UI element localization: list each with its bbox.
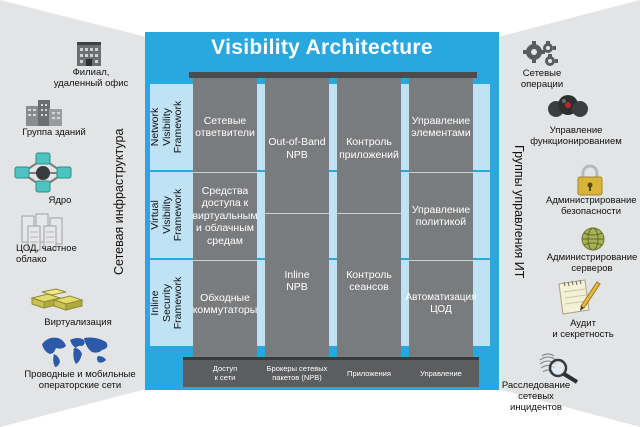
divider (409, 260, 473, 261)
right-item-label: Аудит и секретность (552, 318, 614, 340)
divider (409, 172, 473, 173)
right-item-label: Расследование сетевых инцидентов (501, 380, 571, 413)
column-mgmt (409, 78, 473, 357)
framework-network-label: Network Visibility Framework (149, 100, 184, 154)
notepad-pencil-icon (558, 279, 601, 315)
left-item-label: Проводные и мобильные операторские сети (24, 369, 136, 391)
cell-virtual-access: Средства доступа к виртуальным и облачны… (192, 184, 258, 247)
datacenter-servers-icon (21, 213, 63, 251)
cell-bypass-switches: Обходные коммутаторы (192, 291, 258, 317)
framework-virtual-label: Virtual Visibility Framework (149, 188, 184, 242)
foundation (183, 360, 479, 387)
diagram-title: Visibility Architecture (211, 36, 433, 59)
column-npb (265, 78, 329, 357)
left-vertical-caption: Сетевая инфраструктура (112, 128, 126, 275)
buildings-group-icon (26, 100, 62, 126)
gears-icon (523, 41, 558, 66)
base-label-mgmt: Управление (420, 369, 462, 378)
cell-session-control: Контроль сеансов (346, 268, 392, 294)
base-label-npb: Брокеры сетевых пакетов (NPB) (266, 364, 328, 382)
column-access (193, 78, 257, 357)
office-building-icon (77, 42, 101, 66)
column-npb-capital (261, 72, 333, 78)
right-item-label: Администрирование серверов (546, 252, 638, 274)
left-item-label: Ядро (48, 195, 72, 206)
framework-inline-label: Inline Security Framework (149, 276, 184, 330)
column-mgmt-capital (405, 72, 477, 78)
padlock-icon (577, 164, 603, 196)
left-item-label: Филиал, удаленный офис (53, 67, 129, 89)
column-apps-capital (333, 72, 405, 78)
divider (265, 213, 329, 214)
left-item-label: Виртуализация (44, 317, 112, 328)
spheres-icon (548, 95, 588, 117)
cell-element-management: Управление элементами (411, 114, 471, 140)
divider (193, 260, 257, 261)
right-item-label: Администрирование безопасности (546, 195, 637, 217)
right-panel (494, 0, 640, 427)
base-label-access: Доступ к сети (212, 364, 238, 382)
world-map-icon (42, 337, 108, 367)
right-vertical-caption: Группы управления ИТ (512, 145, 526, 279)
right-item-label: Сетевые операции (520, 68, 564, 90)
divider (193, 172, 257, 173)
left-item-label: ЦОД, частное облако (16, 243, 77, 265)
foundation-edge (183, 357, 479, 360)
network-core-icon (14, 152, 72, 193)
magnifier-fingerprint-icon (539, 353, 579, 384)
cell-network-taps: Сетевые ответвители (195, 114, 255, 140)
column-apps (337, 78, 401, 357)
globe-icon (581, 227, 605, 251)
cell-inline-npb: Inline NPB (284, 268, 310, 294)
cell-app-control: Контроль приложений (339, 136, 399, 161)
cell-out-of-band-npb: Out-of-Band NPB (268, 136, 326, 161)
left-item-label: Группа зданий (22, 127, 86, 138)
base-label-apps: Приложения (347, 369, 391, 378)
cell-datacenter-automation: Автоматизация ЦОД (405, 291, 477, 316)
right-item-label: Управление функционированием (530, 125, 622, 147)
divider (337, 213, 401, 214)
cell-policy-management: Управление политикой (411, 203, 471, 229)
virtualization-blocks-icon (30, 288, 84, 311)
column-access-capital (189, 72, 261, 78)
